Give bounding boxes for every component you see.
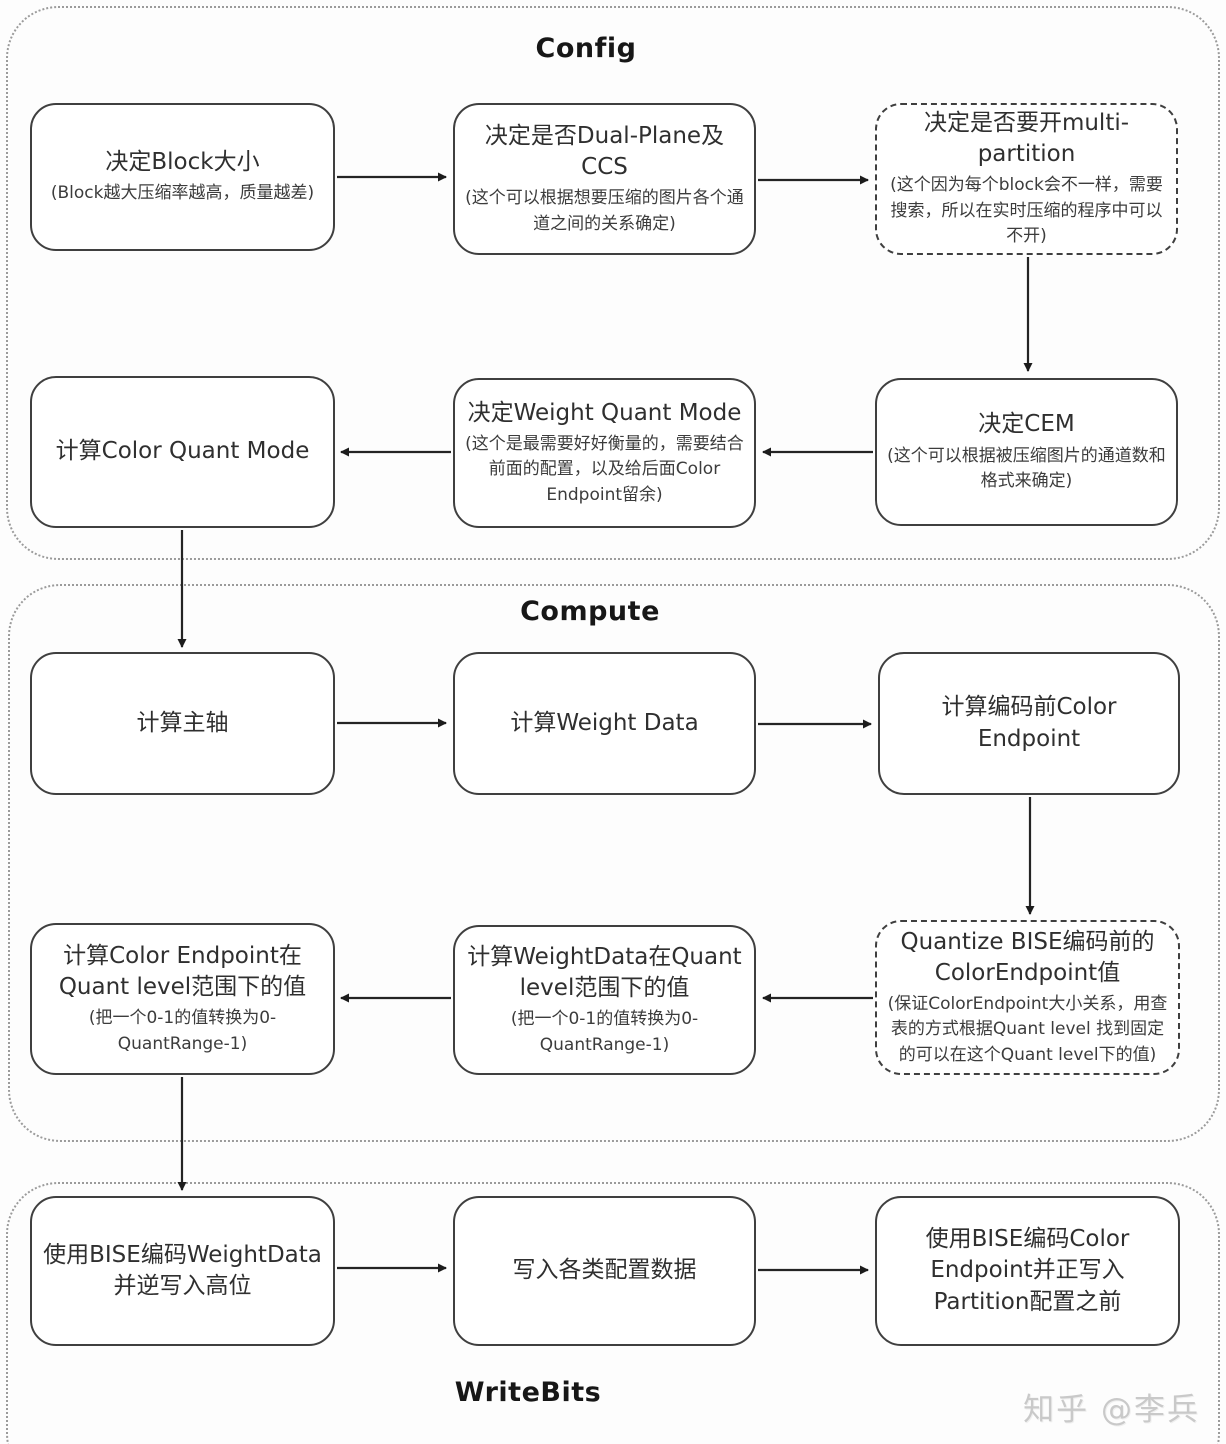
node-bise-encode-weight-data: 使用BISE编码WeightData并逆写入高位 [30,1196,335,1346]
node-title: 计算编码前Color Endpoint [941,694,1117,752]
node-note: (把一个0-1的值转换为0-QuantRange-1) [88,1008,277,1054]
node-note: (这个是最需要好好衡量的，需要结合前面的配置，以及给后面Color Endpoi… [465,433,744,505]
node-note: (这个可以根据被压缩图片的通道数和格式来确定) [887,445,1166,492]
node-title: 使用BISE编码WeightData并逆写入高位 [43,1241,322,1299]
node-note: (这个因为每个block会不一样，需要搜索，所以在实时压缩的程序中可以不开) [890,175,1163,247]
node-note: (这个可以根据想要压缩的图片各个通道之间的关系确定) [465,188,744,234]
node-title: 计算Weight Data [510,709,699,736]
node-decide-block-size: 决定Block大小 (Block越大压缩率越高，质量越差) [30,103,335,251]
node-title: 计算主轴 [136,709,229,736]
section-writebits-frame [6,1182,1220,1444]
node-decide-multi-partition: 决定是否要开multi-partition (这个因为每个block会不一样，需… [875,103,1178,255]
node-decide-weight-quant-mode: 决定Weight Quant Mode (这个是最需要好好衡量的，需要结合前面的… [453,378,756,528]
watermark-zhihu: 知乎 @李兵 [1023,1392,1200,1428]
node-title: 决定CEM [978,411,1075,438]
section-compute-frame [8,584,1220,1142]
section-title-config: Config [535,33,637,64]
node-bise-encode-color-endpoint: 使用BISE编码Color Endpoint并正写入Partition配置之前 [875,1196,1180,1346]
node-weight-data-quant-value: 计算WeightData在Quant level范围下的值 (把一个0-1的值转… [453,925,756,1075]
node-write-config-data: 写入各类配置数据 [453,1196,756,1346]
node-compute-weight-data: 计算Weight Data [453,652,756,795]
node-decide-cem: 决定CEM (这个可以根据被压缩图片的通道数和格式来确定) [875,378,1178,526]
section-title-writebits: WriteBits [454,1377,602,1408]
node-compute-pre-encode-color-endpoint: 计算编码前Color Endpoint [878,652,1180,795]
node-decide-dual-plane-ccs: 决定是否Dual-Plane及CCS (这个可以根据想要压缩的图片各个通道之间的… [453,103,756,255]
node-compute-principal-axis: 计算主轴 [30,652,335,795]
node-title: Quantize BISE编码前的ColorEndpoint值 [900,928,1155,986]
node-title: 决定Block大小 [105,149,260,176]
node-title: 计算Color Quant Mode [55,438,310,465]
node-title: 写入各类配置数据 [512,1257,697,1284]
section-title-compute: Compute [520,596,660,627]
node-title: 计算WeightData在Quant level范围下的值 [467,943,742,1001]
node-title: 决定是否要开multi-partition [923,110,1130,168]
node-note: (保证ColorEndpoint大小关系，用查表的方式根据Quant level… [887,993,1168,1065]
section-config-frame [6,6,1220,560]
node-color-endpoint-quant-value: 计算Color Endpoint在Quant level范围下的值 (把一个0-… [30,923,335,1075]
node-quantize-bise-color-endpoint: Quantize BISE编码前的ColorEndpoint值 (保证Color… [875,920,1180,1075]
node-note: (Block越大压缩率越高，质量越差) [50,183,315,204]
node-compute-color-quant-mode: 计算Color Quant Mode [30,376,335,528]
node-title: 使用BISE编码Color Endpoint并正写入Partition配置之前 [925,1226,1130,1315]
node-title: 计算Color Endpoint在Quant level范围下的值 [58,942,307,1000]
node-title: 决定是否Dual-Plane及CCS [484,122,725,180]
node-note: (把一个0-1的值转换为0-QuantRange-1) [510,1009,699,1055]
node-title: 决定Weight Quant Mode [467,399,742,426]
